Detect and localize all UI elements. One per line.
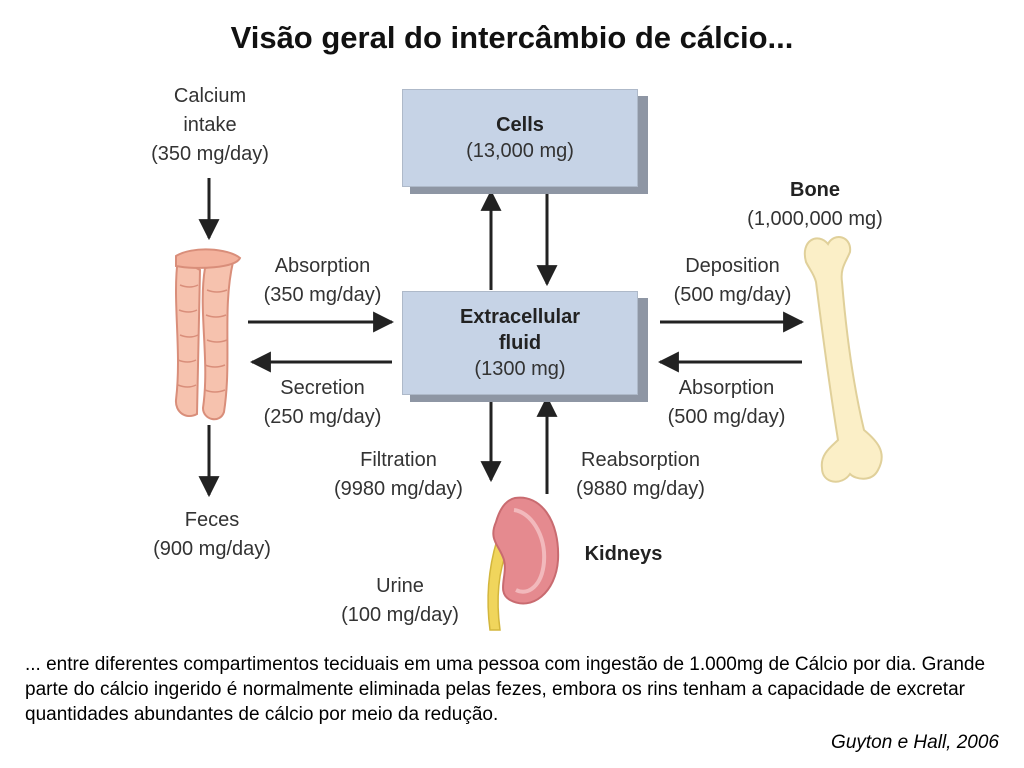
kidneys-name: Kidneys <box>584 543 663 565</box>
bone-label: Bone (1,000,000 mg) <box>715 176 915 234</box>
reabsorption-name: Reabsorption <box>581 449 700 471</box>
calcium-intake-label: Calcium intake (350 mg/day) <box>110 82 310 169</box>
secretion-amount: (250 mg/day) <box>263 406 382 428</box>
filtration-name: Filtration <box>360 449 437 471</box>
urine-amount: (100 mg/day) <box>341 604 459 626</box>
gut-absorption-amount: (350 mg/day) <box>263 284 382 306</box>
filtration-amount: (9980 mg/day) <box>334 478 463 500</box>
kidney-icon <box>487 496 560 631</box>
cells-label: Cells <box>496 114 544 136</box>
deposition-amount: (500 mg/day) <box>673 284 792 306</box>
ecf-label-line2: fluid <box>498 332 542 354</box>
intake-line1: Calcium <box>173 85 247 107</box>
urine-name: Urine <box>376 575 424 597</box>
kidneys-label: Kidneys <box>566 540 681 569</box>
intake-line3: (350 mg/day) <box>151 143 269 165</box>
caption-text: ... entre diferentes compartimentos teci… <box>25 654 986 725</box>
feces-name: Feces <box>184 509 240 531</box>
feces-label: Feces (900 mg/day) <box>112 506 312 564</box>
intake-line2: intake <box>183 114 237 136</box>
gut-absorption-name: Absorption <box>274 255 371 277</box>
intestine-icon <box>174 248 242 421</box>
cells-amount: (13,000 mg) <box>466 140 574 162</box>
bone-absorption-label: Absorption (500 mg/day) <box>634 374 819 432</box>
reabsorption-amount: (9880 mg/day) <box>576 478 705 500</box>
filtration-label: Filtration (9980 mg/day) <box>306 446 491 504</box>
citation: Guyton e Hall, 2006 <box>831 732 999 753</box>
secretion-name: Secretion <box>280 377 365 399</box>
feces-amount: (900 mg/day) <box>153 538 271 560</box>
ecf-box: Extracellular fluid (1300 mg) <box>402 291 638 395</box>
deposition-name: Deposition <box>685 255 780 277</box>
gut-absorption-label: Absorption (350 mg/day) <box>230 252 415 310</box>
reabsorption-label: Reabsorption (9880 mg/day) <box>548 446 733 504</box>
bone-amount: (1,000,000 mg) <box>747 208 883 230</box>
cells-box: Cells (13,000 mg) <box>402 89 638 187</box>
urine-label: Urine (100 mg/day) <box>305 572 495 630</box>
bone-absorption-name: Absorption <box>678 377 775 399</box>
page-title: Visão geral do intercâmbio de cálcio... <box>230 20 794 55</box>
bone-name: Bone <box>790 179 840 201</box>
ecf-label-line1: Extracellular <box>459 306 581 328</box>
ecf-amount: (1300 mg) <box>474 358 566 380</box>
bone-absorption-amount: (500 mg/day) <box>667 406 786 428</box>
deposition-label: Deposition (500 mg/day) <box>640 252 825 310</box>
secretion-label: Secretion (250 mg/day) <box>230 374 415 432</box>
bone-icon <box>803 236 883 483</box>
calcium-diagram <box>174 178 883 631</box>
